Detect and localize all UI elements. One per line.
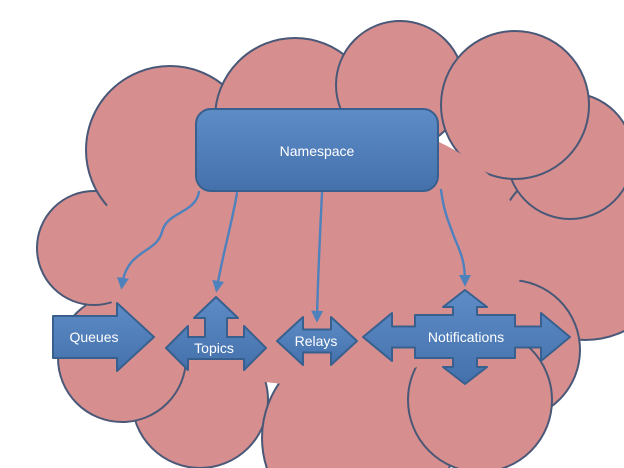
- notifications-node: Notifications: [362, 289, 571, 385]
- cloud-shape: [36, 20, 624, 468]
- queues-arrow-shape: [52, 302, 155, 372]
- connectors: [117, 188, 471, 323]
- notifications-label: Notifications: [428, 329, 504, 345]
- relays-label: Relays: [295, 333, 338, 349]
- connector-namespace-to-notifications: [439, 188, 471, 287]
- relays-node: Relays: [276, 316, 358, 366]
- relays-arrow-shape: [276, 316, 358, 366]
- queues-label: Queues: [69, 329, 118, 345]
- namespace-box: [195, 108, 439, 192]
- cloud-bump: [440, 30, 590, 180]
- connector-namespace-to-relays: [311, 191, 324, 323]
- topics-arrow-shape: [165, 296, 267, 371]
- connector-namespace-to-queues: [117, 190, 201, 290]
- namespace-node: Namespace: [195, 108, 439, 192]
- topics-label: Topics: [194, 340, 234, 356]
- queues-node: Queues: [52, 302, 155, 372]
- topics-node: Topics: [165, 296, 267, 371]
- connector-namespace-to-topics: [212, 191, 239, 293]
- notifications-arrow-shape: [362, 289, 571, 385]
- namespace-label: Namespace: [280, 143, 355, 159]
